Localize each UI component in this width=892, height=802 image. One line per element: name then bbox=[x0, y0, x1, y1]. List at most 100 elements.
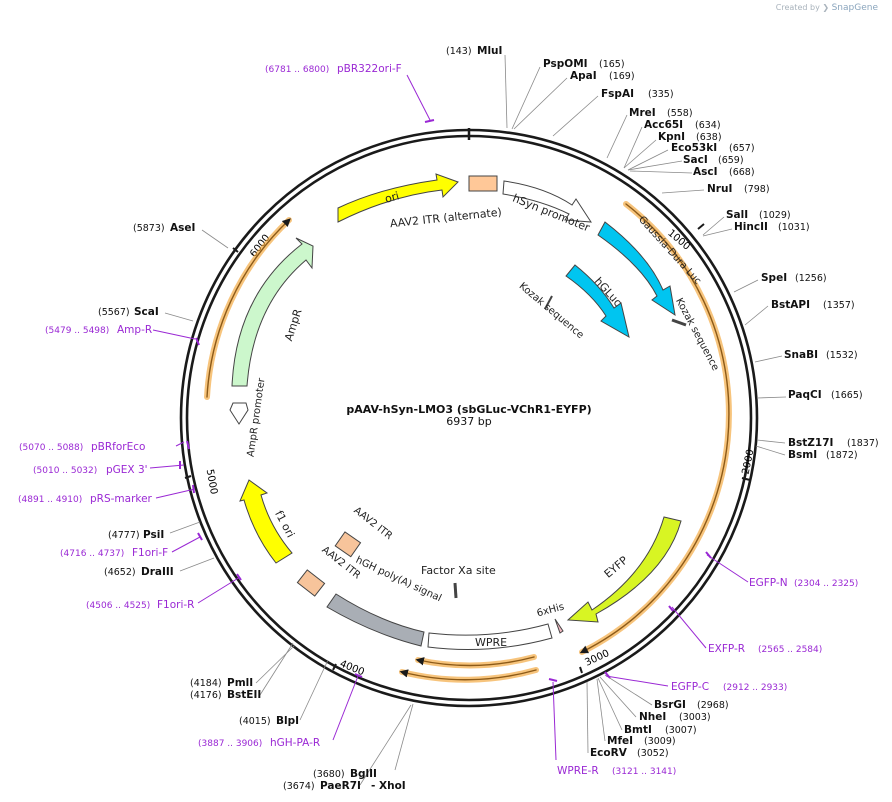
feature-ori bbox=[337, 173, 459, 223]
site-pos: (1872) bbox=[826, 450, 858, 461]
plasmid-size: 6937 bp bbox=[446, 415, 491, 428]
orf-arc-large bbox=[579, 201, 732, 655]
primer-name: hGH-PA-R bbox=[270, 737, 320, 749]
site-name: MreI bbox=[629, 107, 656, 119]
leader bbox=[255, 644, 296, 684]
site-name: AseI bbox=[170, 222, 195, 234]
site-labels: (143) MluI PspOMI (165) ApaI (169) FspAI… bbox=[98, 45, 879, 792]
feature-ampr-label: AmpR bbox=[282, 307, 305, 343]
leader bbox=[756, 439, 786, 444]
feature-wpre bbox=[427, 623, 553, 651]
orf-arc-bottom-2-core bbox=[399, 669, 537, 681]
primer-name: Amp-R bbox=[117, 324, 152, 336]
primer-range: (2304 .. 2325) bbox=[794, 579, 858, 589]
primer-mark bbox=[705, 551, 712, 559]
feature-hgh-polya bbox=[326, 593, 425, 647]
site-name: PsiI bbox=[143, 529, 164, 541]
site-name: FspAI bbox=[601, 88, 634, 100]
feature-hsyn-promoter bbox=[502, 180, 592, 223]
feature-hgh-polya-label: hGH poly(A) signal bbox=[354, 555, 443, 604]
tick-mark bbox=[232, 247, 239, 253]
leader bbox=[702, 216, 725, 236]
site-name: MfeI bbox=[607, 735, 633, 747]
primer-name: pRS-marker bbox=[90, 493, 153, 505]
site-name: KpnI bbox=[658, 131, 685, 143]
feature-gaussia-dura-luc bbox=[597, 221, 676, 317]
site-name: NruI bbox=[707, 183, 732, 195]
site-pos: (1357) bbox=[823, 300, 855, 311]
site-name: BmtI bbox=[624, 724, 652, 736]
primer-leader bbox=[155, 488, 196, 499]
site-name: SalI bbox=[726, 209, 748, 221]
feature-factor-xa-mark bbox=[453, 582, 458, 599]
primer-leader bbox=[332, 675, 359, 741]
site-name-extra: - XhoI bbox=[371, 780, 406, 792]
primer-range: (2565 .. 2584) bbox=[758, 645, 822, 655]
primer-leader bbox=[406, 74, 431, 121]
site-pos: (1837) bbox=[847, 438, 879, 449]
site-leaders bbox=[164, 54, 787, 786]
leader bbox=[623, 139, 657, 169]
site-pos: (5873) bbox=[133, 223, 165, 234]
leader bbox=[627, 160, 683, 171]
site-pos: (169) bbox=[609, 71, 635, 82]
leader bbox=[599, 676, 637, 718]
leader bbox=[511, 66, 541, 130]
site-pos: (1031) bbox=[778, 222, 810, 233]
site-pos: (1532) bbox=[826, 350, 858, 361]
primer-name: F1ori-F bbox=[132, 547, 168, 559]
leader bbox=[169, 521, 201, 534]
site-pos: (1665) bbox=[831, 390, 863, 401]
primer-range: (5070 .. 5088) bbox=[19, 443, 83, 453]
leader bbox=[661, 189, 705, 194]
leader bbox=[733, 279, 759, 293]
credit-prefix: Created by bbox=[775, 3, 820, 12]
leader bbox=[586, 681, 589, 754]
primer-range: (3121 .. 3141) bbox=[612, 767, 676, 777]
primer-leader bbox=[175, 441, 185, 447]
primer-mark bbox=[424, 119, 435, 123]
primer-leader bbox=[197, 576, 241, 604]
primer-mark bbox=[192, 484, 195, 494]
site-name: SacI bbox=[683, 154, 708, 166]
leader bbox=[604, 674, 653, 706]
leader bbox=[755, 445, 786, 456]
feature-ampr-promoter-label: AmpR promoter bbox=[246, 377, 268, 458]
site-pos: (558) bbox=[667, 108, 693, 119]
site-name: DraIII bbox=[141, 566, 174, 578]
site-pos: (3007) bbox=[665, 725, 697, 736]
feature-kozak-mark-2 bbox=[671, 318, 687, 327]
primer-name: EGFP-C bbox=[671, 681, 709, 693]
site-name: NheI bbox=[639, 711, 666, 723]
site-pos: (4652) bbox=[104, 567, 136, 578]
snapgene-credit: Created by ❯ SnapGene bbox=[776, 3, 878, 13]
primer-name: EXFP-R bbox=[708, 643, 745, 655]
primer-leader bbox=[605, 675, 669, 687]
site-pos: (2968) bbox=[697, 700, 729, 711]
feature-kozak-label-1: Kozak sequence bbox=[517, 281, 586, 341]
site-name: HincII bbox=[734, 221, 768, 233]
leader bbox=[394, 703, 414, 771]
feature-aav2-itr-alt-label: AAV2 ITR (alternate) bbox=[389, 206, 502, 231]
site-name: MluI bbox=[477, 45, 502, 57]
leader bbox=[744, 305, 769, 326]
site-pos: (4777) bbox=[108, 530, 140, 541]
primer-mark bbox=[668, 605, 674, 612]
orf-arc-large-core bbox=[579, 203, 730, 654]
site-pos: (3003) bbox=[679, 712, 711, 723]
snapgene-logo-icon: ❯ bbox=[822, 3, 830, 12]
orf-arc-left-core bbox=[206, 218, 291, 398]
primer-mark bbox=[195, 337, 200, 346]
site-name: PaqCI bbox=[788, 389, 822, 401]
primer-leader bbox=[149, 464, 185, 469]
primer-range: (3887 .. 3906) bbox=[198, 739, 262, 749]
site-pos: (335) bbox=[648, 89, 674, 100]
site-pos: (638) bbox=[696, 132, 722, 143]
leader bbox=[702, 228, 733, 237]
primer-mark bbox=[604, 671, 611, 679]
primer-name: EGFP-N bbox=[749, 577, 788, 589]
site-name: ApaI bbox=[570, 70, 597, 82]
primer-mark bbox=[197, 532, 203, 541]
site-name: PspOMI bbox=[543, 58, 588, 70]
site-name: BglII bbox=[350, 768, 377, 780]
